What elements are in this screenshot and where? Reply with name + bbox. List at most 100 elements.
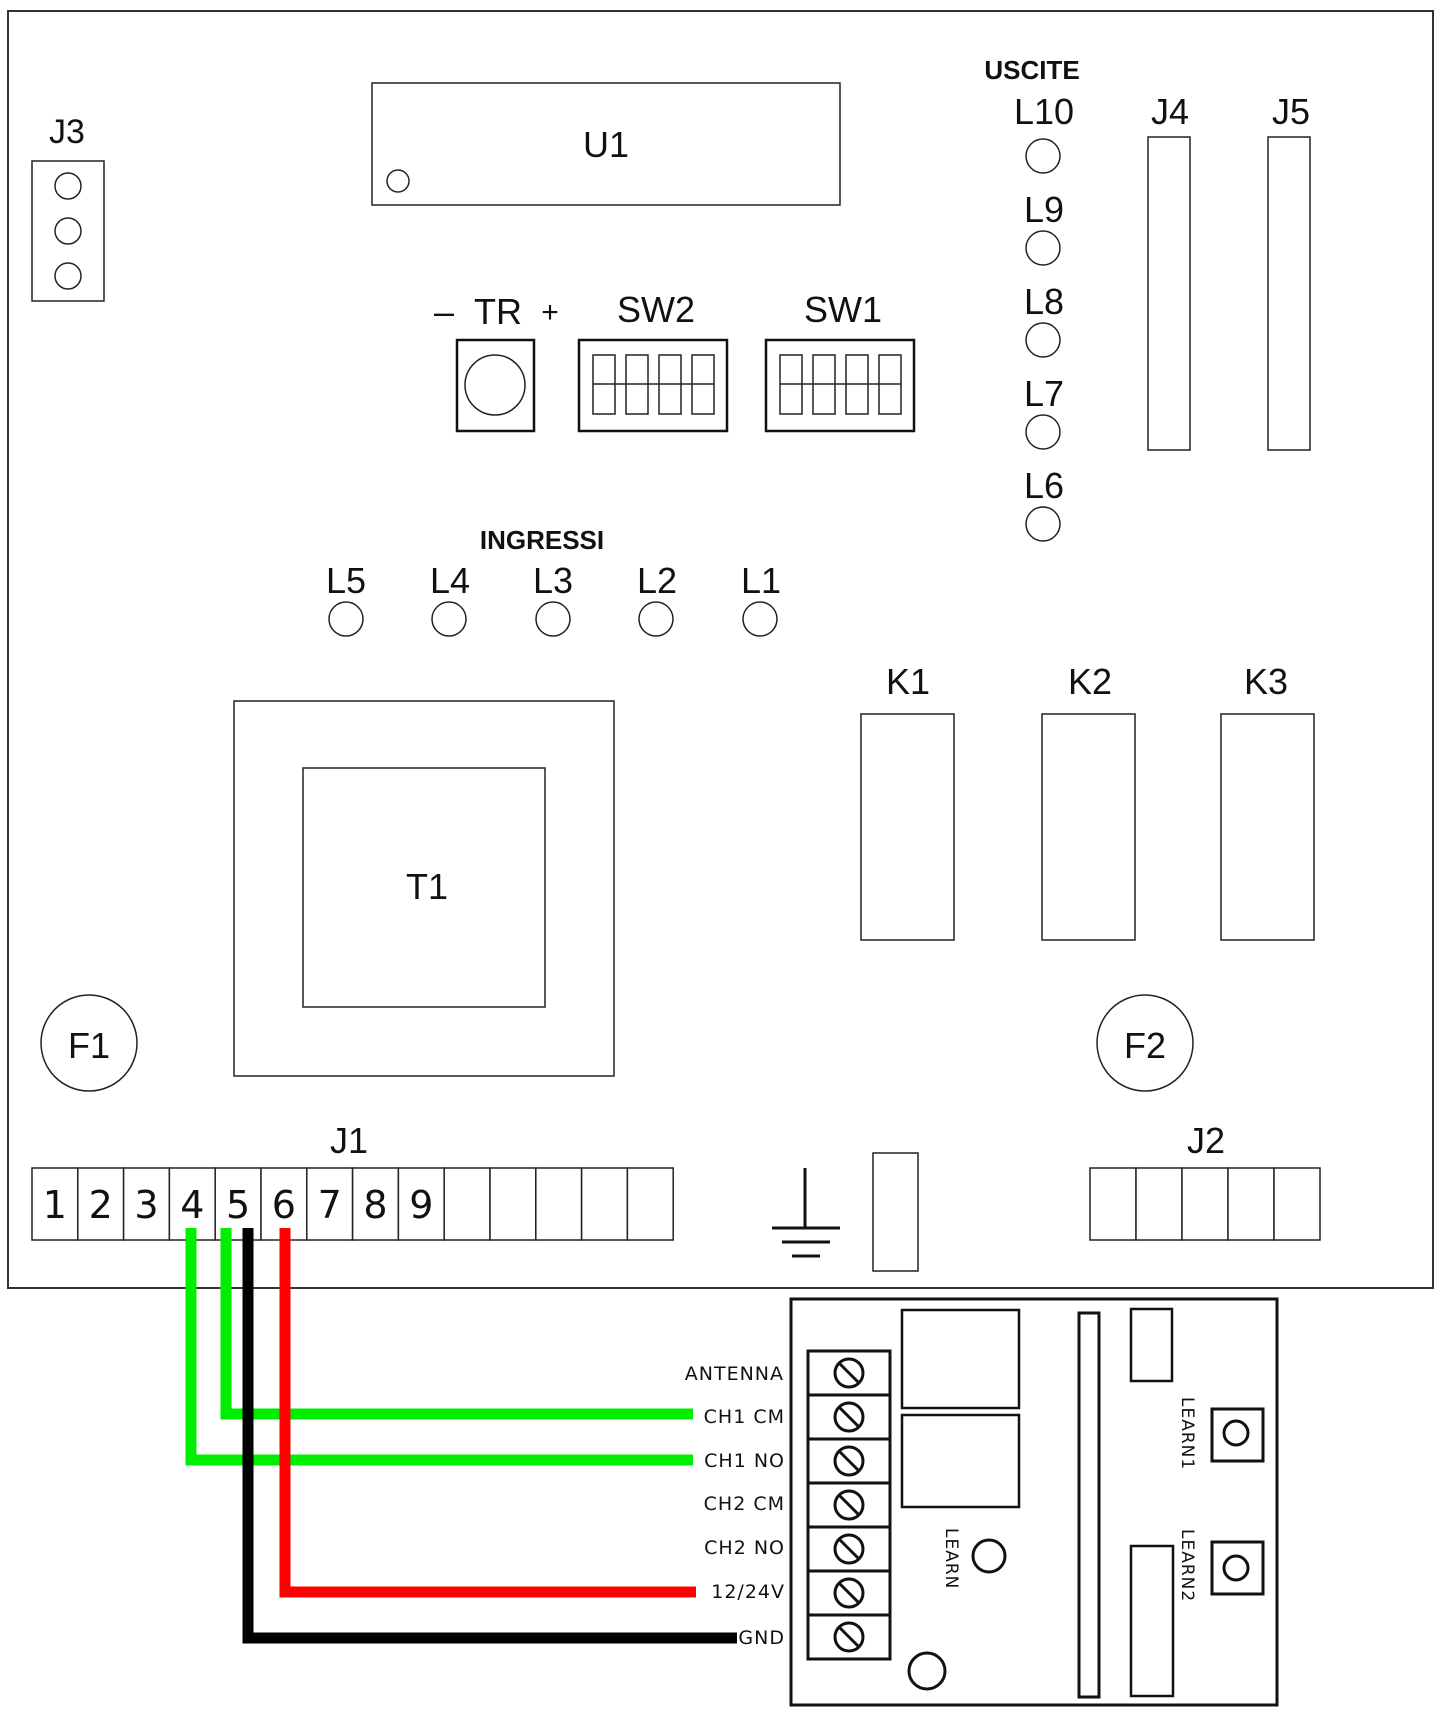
receiver-relay [900, 1413, 1021, 1509]
j2-cell [1273, 1167, 1321, 1241]
led-l1 [742, 601, 778, 637]
led-l5 [328, 601, 364, 637]
led-l4 [431, 601, 467, 637]
k1-body [860, 713, 955, 941]
j4-body [1147, 136, 1191, 451]
terminal-label-ch1-no: CH1 NO [704, 1450, 785, 1472]
screw-slot [837, 1581, 861, 1605]
wire-black-gnd [242, 1228, 737, 1644]
j1-terminal-number: 1 [43, 1183, 67, 1227]
j3-pin [54, 172, 82, 200]
receiver-relay [900, 1308, 1021, 1410]
wire-green-ch1-cm [220, 1228, 693, 1420]
sw2-label: SW2 [617, 289, 695, 330]
chip-u1: U1 [371, 82, 841, 206]
learn2-button[interactable] [1222, 1554, 1250, 1582]
terminal-label-ch2-cm: CH2 CM [704, 1493, 785, 1515]
f2-body [1096, 994, 1194, 1092]
k3-body [1220, 713, 1315, 941]
j1-terminal-cell [443, 1167, 491, 1241]
dip-switch-sw1: SW1 [764, 289, 916, 433]
screw-slot [837, 1493, 861, 1517]
terminal-block-j2: J2 [1089, 1120, 1321, 1241]
learn1-button-housing [1210, 1407, 1265, 1463]
screw-slot [837, 1361, 861, 1385]
j2-cell [1227, 1167, 1275, 1241]
j2-cell [1089, 1167, 1137, 1241]
inputs-heading: INGRESSI [480, 525, 604, 555]
j1-terminal-number: 3 [134, 1183, 158, 1227]
k2-label: K2 [1068, 661, 1112, 702]
receiver-led [907, 1651, 947, 1691]
j5-body [1267, 136, 1311, 451]
led-label: L9 [1024, 189, 1064, 230]
connector-j3: J3 [31, 113, 105, 302]
j1-terminal-cell [351, 1167, 400, 1241]
j1-terminal-cell [580, 1167, 629, 1241]
j4-label: J4 [1151, 91, 1189, 132]
outputs-heading: USCITE [984, 55, 1079, 85]
led-l8 [1025, 322, 1061, 358]
j1-terminal-number: 4 [180, 1183, 204, 1227]
j2-cell [1135, 1167, 1183, 1241]
led-label: L7 [1024, 373, 1064, 414]
led-label: L5 [326, 560, 366, 601]
j1-terminal-number: 8 [363, 1183, 387, 1227]
led-l9 [1025, 230, 1061, 266]
relay-k1: K1 [860, 661, 955, 941]
j1-terminal-cell [397, 1167, 445, 1241]
j1-terminal-cell [489, 1167, 537, 1241]
learn1-label: LEARN1 [1177, 1397, 1197, 1470]
u1-label: U1 [583, 124, 629, 165]
u1-pin1-mark [386, 169, 410, 193]
j1-terminal-cell [31, 1167, 79, 1241]
j1-terminal-number: 6 [272, 1183, 296, 1227]
fuse-f1: F1 [40, 994, 138, 1092]
led-label: L6 [1024, 465, 1064, 506]
j1-terminal-number: 5 [226, 1183, 250, 1227]
j2-label: J2 [1187, 1120, 1225, 1161]
terminal-label-ch1-cm: CH1 CM [704, 1406, 785, 1428]
wire-red-12-24v [279, 1228, 696, 1598]
receiver-screws [808, 1357, 890, 1653]
receiver-antenna-strip [1077, 1311, 1101, 1699]
receiver-terminal-block [806, 1349, 892, 1661]
led-l7 [1025, 414, 1061, 450]
j2-cell [1181, 1167, 1229, 1241]
earth-terminal [872, 1152, 919, 1272]
led-l2 [638, 601, 674, 637]
led-label: L10 [1014, 91, 1074, 132]
led-label: L2 [637, 560, 677, 601]
receiver-component [1129, 1307, 1174, 1383]
connector-j5: J5 [1267, 91, 1311, 451]
transformer-t1: T1 [233, 700, 615, 1077]
wire-green-ch1-no [185, 1228, 693, 1466]
led-label: L4 [430, 560, 470, 601]
j3-pin [54, 217, 82, 245]
learn1-button[interactable] [1222, 1419, 1250, 1447]
screw-slot [837, 1449, 861, 1473]
j3-pin [54, 262, 82, 290]
led-l10 [1025, 138, 1061, 174]
j5-label: J5 [1272, 91, 1310, 132]
relay-k3: K3 [1220, 661, 1315, 941]
j1-label: J1 [330, 1120, 368, 1161]
screw-slot [837, 1625, 861, 1649]
tr-label: TR [474, 291, 522, 332]
f1-label: F1 [68, 1025, 110, 1066]
learn-button[interactable] [971, 1538, 1007, 1574]
j3-label: J3 [49, 113, 85, 151]
f1-body [40, 994, 138, 1092]
connector-j4: J4 [1147, 91, 1191, 451]
j1-terminal-number: 9 [409, 1183, 433, 1227]
terminal-label-gnd: GND [738, 1627, 785, 1649]
learn-label: LEARN [941, 1528, 961, 1589]
receiver-terminal-labels: ANTENNA CH1 CM CH1 NO CH2 CM CH2 NO 12/2… [685, 1363, 785, 1649]
u1-body [371, 82, 841, 206]
relay-k2: K2 [1041, 661, 1136, 941]
earth-ground-icon [772, 1168, 840, 1258]
led-label: L8 [1024, 281, 1064, 322]
